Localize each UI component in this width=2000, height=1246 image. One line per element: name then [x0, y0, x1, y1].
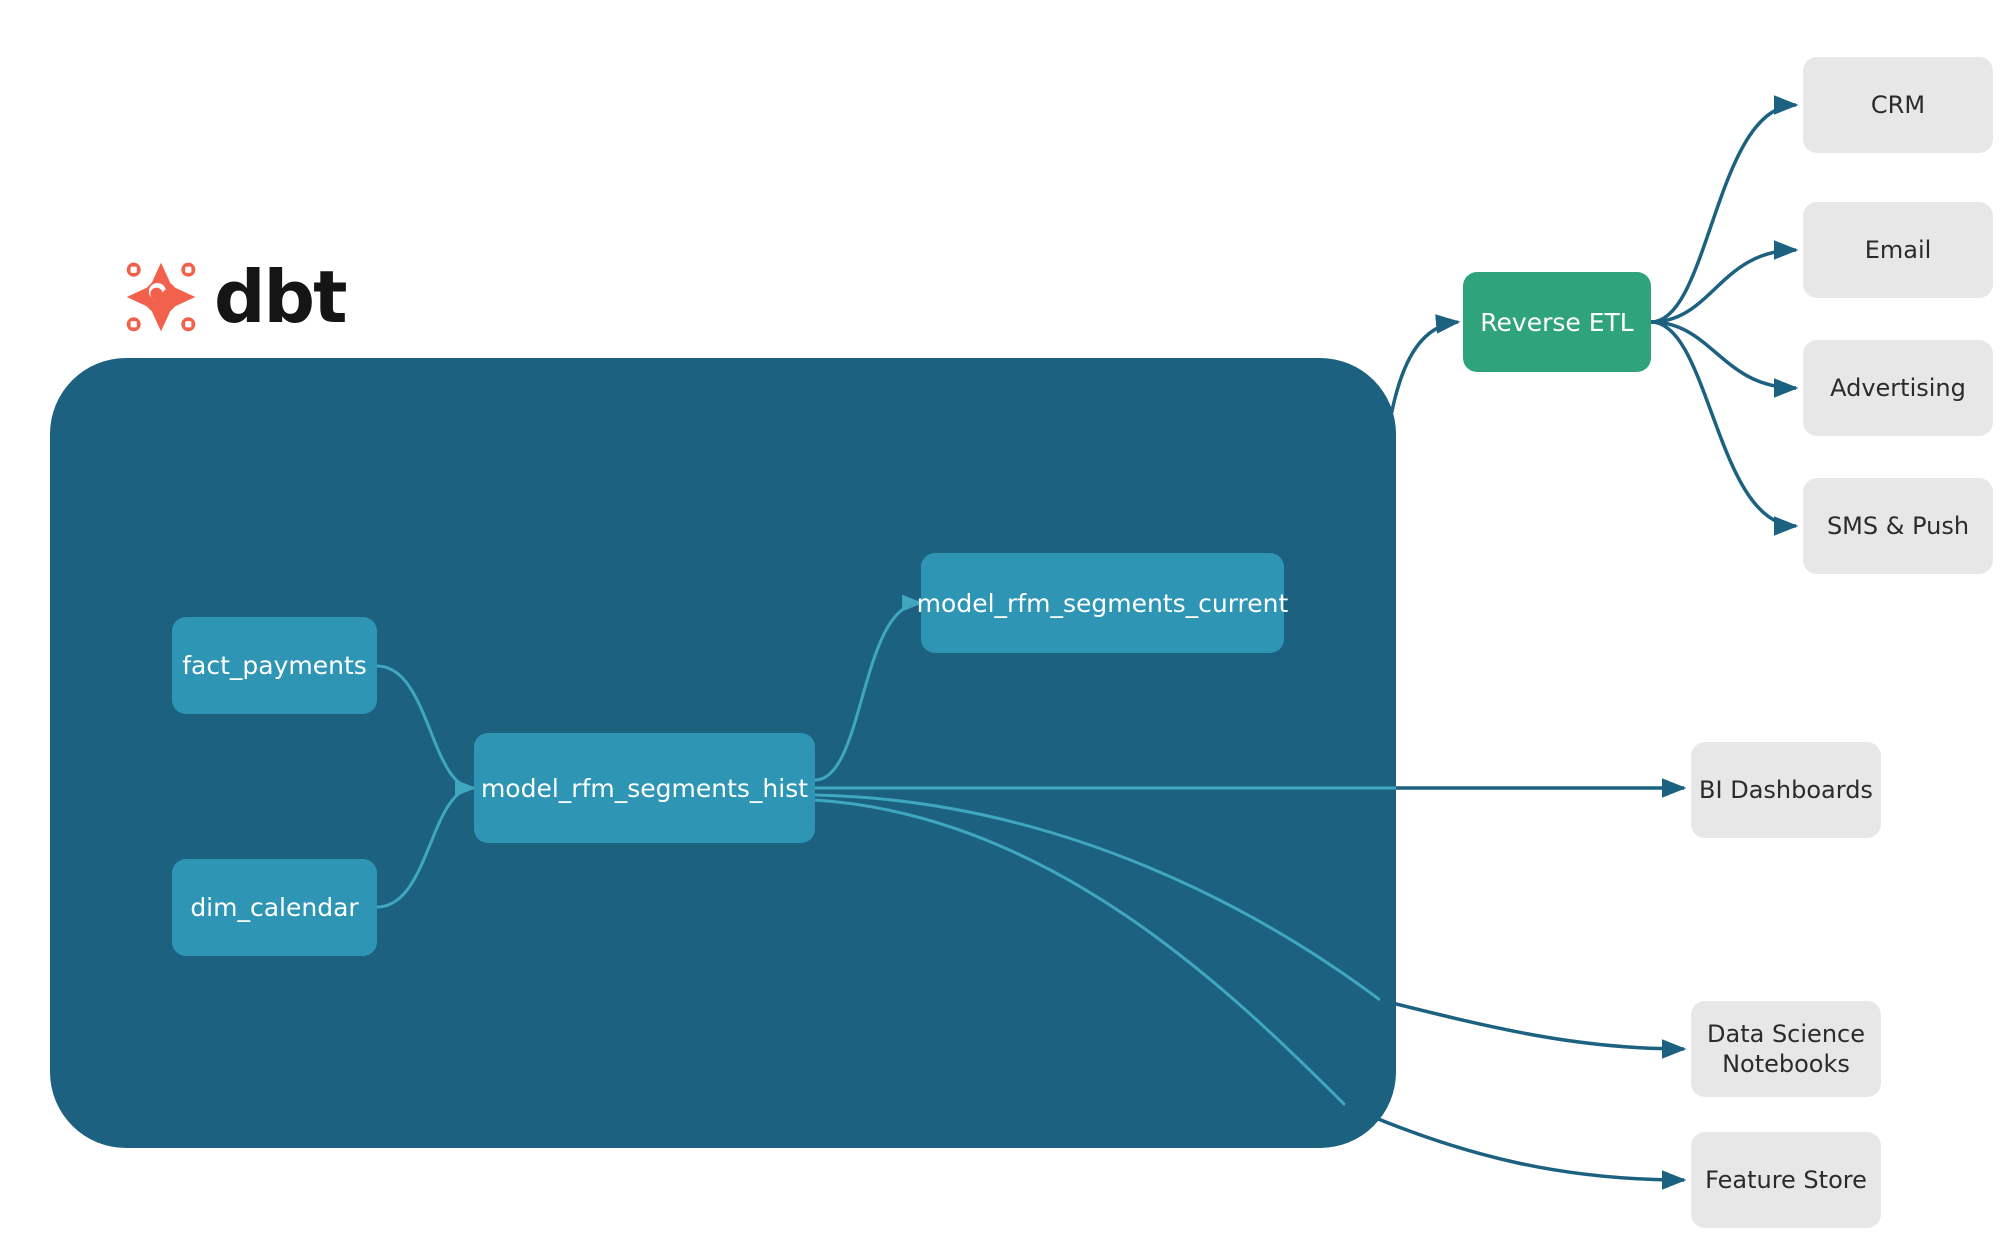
dbt-logo: dbt — [122, 255, 347, 339]
node-destination-email[interactable]: Email — [1803, 202, 1993, 298]
edge-warehouse-to-ds-notebooks — [1379, 998, 1687, 1059]
node-label: dim_calendar — [190, 893, 359, 922]
node-model-rfm-segments-current[interactable]: model_rfm_segments_current — [917, 553, 1288, 653]
node-destination-sms-push[interactable]: SMS & Push — [1803, 478, 1993, 574]
node-label: SMS & Push — [1826, 512, 1970, 540]
node-destination-data-science-notebooks[interactable]: Data Science Notebooks — [1691, 1001, 1881, 1097]
dbt-wordmark: dbt — [214, 255, 347, 339]
node-label: model_rfm_segments_current — [916, 588, 1289, 618]
node-destination-bi-dashboards[interactable]: BI Dashboards — [1691, 742, 1881, 838]
node-label: CRM — [1870, 91, 1926, 119]
node-label: Email — [1864, 236, 1932, 264]
node-destination-feature-store[interactable]: Feature Store — [1691, 1132, 1881, 1228]
node-label: Data Science Notebooks — [1707, 1019, 1865, 1079]
edge-warehouse-to-feature-store — [1344, 1103, 1687, 1190]
edge-reverse-etl-to-crm — [1650, 95, 1799, 324]
edge-reverse-etl-to-sms-push — [1650, 320, 1799, 536]
node-label: Advertising — [1830, 374, 1966, 402]
node-label: BI Dashboards — [1699, 776, 1873, 804]
node-fact-payments[interactable]: fact_payments — [172, 617, 377, 714]
dbt-logo-icon — [126, 262, 196, 332]
node-model-rfm-segments-hist[interactable]: model_rfm_segments_hist — [474, 733, 815, 843]
node-label: Reverse ETL — [1480, 307, 1634, 337]
node-label-line2: Notebooks — [1722, 1050, 1850, 1078]
node-label-line1: Data Science — [1707, 1020, 1865, 1048]
node-label: fact_payments — [182, 651, 367, 680]
node-label: model_rfm_segments_hist — [480, 773, 809, 803]
node-destination-crm[interactable]: CRM — [1803, 57, 1993, 153]
edge-reverse-etl-to-advertising — [1650, 320, 1799, 398]
node-reverse-etl[interactable]: Reverse ETL — [1463, 272, 1651, 372]
node-label: Feature Store — [1705, 1166, 1867, 1194]
edge-reverse-etl-to-email — [1650, 240, 1799, 324]
node-dim-calendar[interactable]: dim_calendar — [172, 859, 377, 956]
node-destination-advertising[interactable]: Advertising — [1803, 340, 1993, 436]
